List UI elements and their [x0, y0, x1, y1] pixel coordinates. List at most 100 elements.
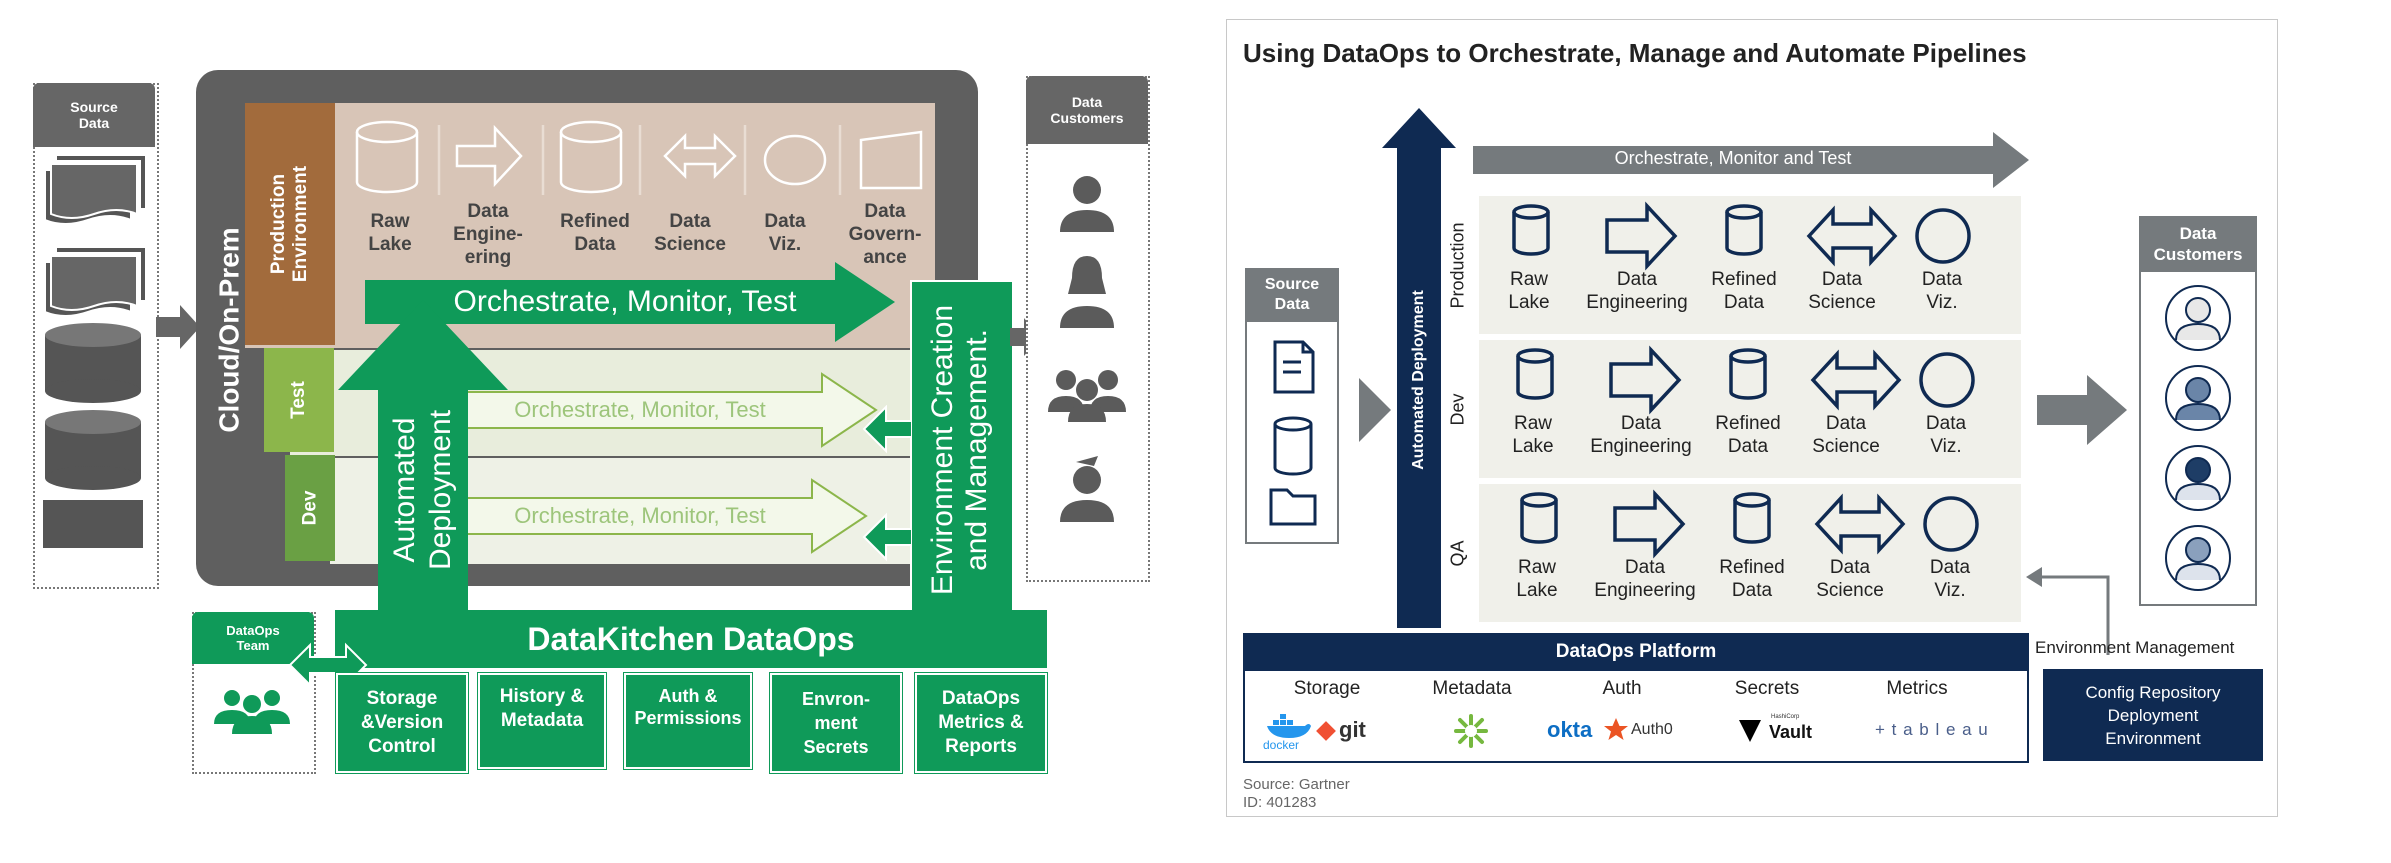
refined-data-icon — [1725, 204, 1763, 256]
prod-stage-1: Raw Lake — [368, 211, 412, 255]
env-label-qa: QA — [1447, 539, 1468, 567]
database-icon — [1273, 416, 1313, 476]
prod-stage-label-5: Data Viz. — [1921, 269, 1963, 313]
server-icon — [43, 500, 143, 548]
cloud-to-customers-arrow — [1010, 318, 1040, 356]
avatar-icon — [2165, 445, 2231, 511]
automated-deployment-arrow-right — [1382, 108, 1456, 628]
tableau-logo-text: + t a b l e a u — [1875, 720, 1989, 739]
data-viz-icon — [763, 134, 827, 186]
auth0-logo-text: Auth0 — [1631, 721, 1673, 738]
docker-logo-text: docker — [1263, 738, 1300, 752]
dataops-platform-header: DataOps Platform — [1243, 633, 2029, 671]
customers-panel — [1026, 76, 1150, 582]
team-icon — [214, 690, 290, 734]
datakitchen-platform-bar: DataKitchen DataOps — [335, 610, 1047, 668]
prod-stage-label-3: Refined Data — [1711, 269, 1777, 313]
raw-lake-icon — [1520, 492, 1558, 544]
automated-deployment-arrow — [338, 300, 508, 630]
qa-stage-label-2: Data Engineering — [1594, 557, 1696, 601]
docker-logo-icon — [1267, 714, 1311, 738]
orchestrate-test-label: Orchestrate, Monitor, Test — [514, 397, 766, 422]
qa-stage-label-5: Data Viz. — [1929, 557, 1971, 601]
customer-avatars — [2165, 285, 2231, 591]
refined-data-icon — [1733, 492, 1771, 544]
data-viz-icon — [1915, 208, 1971, 264]
database-icon-2 — [45, 410, 141, 490]
env-mgmt-label-right: Environment Management — [2035, 638, 2235, 657]
source-icons-right — [1269, 340, 1317, 526]
orchestrate-prod-arrow — [365, 262, 895, 342]
prod-stage-label-2: Data Engineering — [1586, 269, 1688, 313]
prod-stage-3: Refined Data — [560, 211, 630, 255]
platform-col-metadata: Metadata — [1432, 678, 1512, 699]
refined-data-icon — [559, 120, 623, 194]
qa-stage-label-1: Raw Lake — [1516, 557, 1558, 601]
data-engineering-icon — [1613, 489, 1686, 559]
prod-stage-2: Data Engine- ering — [453, 201, 523, 268]
platform-col-secrets: Secrets — [1734, 678, 1800, 699]
env-label-production: Production — [1447, 221, 1468, 309]
right-title: Using DataOps to Orchestrate, Manage and… — [1243, 38, 2027, 68]
module-secrets: Envron- ment Secrets — [769, 672, 903, 774]
source-to-cloud-arrow — [156, 305, 200, 349]
data-viz-icon — [1923, 496, 1979, 552]
dev-stage-label-1: Raw Lake — [1512, 413, 1554, 457]
source-data-icons — [43, 156, 145, 548]
automated-deployment-label: Automated Deployment — [388, 409, 458, 571]
platform-col-storage: Storage — [1293, 678, 1361, 699]
source-note: Source: Gartner — [1243, 776, 1350, 793]
pipeline-stage-icons — [1512, 201, 1979, 559]
dataops-platform-body — [1243, 671, 2029, 763]
documents-icon-2 — [44, 248, 145, 317]
raw-lake-icon — [1516, 348, 1554, 400]
env-test: Test — [264, 348, 334, 452]
orchestrate-prod-label: Orchestrate, Monitor, Test — [453, 285, 797, 318]
orchestrate-arrow-right — [1473, 132, 2029, 188]
avatar-icon — [2165, 285, 2231, 351]
document-icon — [1273, 340, 1315, 394]
data-governance-icon — [859, 130, 923, 190]
qa-stage-label-4: Data Science — [1816, 557, 1884, 601]
customer-icons — [1048, 176, 1126, 522]
source-data-header: Source Data — [33, 83, 155, 147]
vault-logo-text: Vault — [1769, 722, 1813, 742]
data-science-icon — [1810, 349, 1902, 411]
businessman-icon — [1060, 456, 1114, 522]
data-engineering-icon — [1605, 201, 1678, 271]
git-logo-text: git — [1339, 717, 1366, 742]
customers-title: Data Customers — [1050, 94, 1124, 126]
database-icon — [45, 323, 141, 403]
source-data-header-right: Source Data — [1245, 268, 1339, 322]
data-science-icon — [1806, 205, 1898, 267]
module-history: History & Metadata — [477, 672, 607, 770]
prod-stage-label-4: Data Science — [1808, 269, 1876, 313]
left-diagram: Source Data Cloud/On-Prem — [33, 70, 1150, 774]
folder-icon — [1269, 488, 1317, 526]
env-dev: Dev — [285, 455, 335, 561]
qa-stage-label-3: Refined Data — [1719, 557, 1785, 601]
raw-lake-icon — [355, 120, 419, 194]
prod-stage-6: Data Govern- ance — [848, 201, 922, 268]
customers-header: Data Customers — [1026, 76, 1148, 144]
refined-data-icon — [1729, 348, 1767, 400]
auth0-logo-icon — [1604, 718, 1628, 740]
orchestrate-dev-label: Orchestrate, Monitor, Test — [514, 503, 766, 528]
orchestrate-test-arrow — [461, 372, 878, 448]
data-science-icon — [1814, 493, 1906, 555]
prod-stage-4: Data Science — [654, 211, 726, 255]
source-data-title: Source Data — [70, 99, 118, 131]
platform-col-metrics: Metrics — [1886, 678, 1948, 699]
orchestrate-arrow-label: Orchestrate, Monitor and Test — [1614, 148, 1852, 168]
metadata-logo-icon — [1454, 714, 1488, 748]
dev-stage-label-4: Data Science — [1812, 413, 1880, 457]
id-note: ID: 401283 — [1243, 794, 1317, 811]
vault-logo-icon — [1739, 720, 1761, 742]
hashicorp-logo-text: HashiCorp — [1771, 714, 1800, 720]
env-production: Production Environment — [245, 103, 335, 345]
raw-lake-icon — [1512, 204, 1550, 256]
documents-icon — [44, 156, 145, 225]
env-label-dev: Dev — [1447, 392, 1468, 426]
orchestrate-dev-arrow — [461, 478, 868, 554]
pipeline-to-customers-arrow — [2037, 375, 2127, 445]
